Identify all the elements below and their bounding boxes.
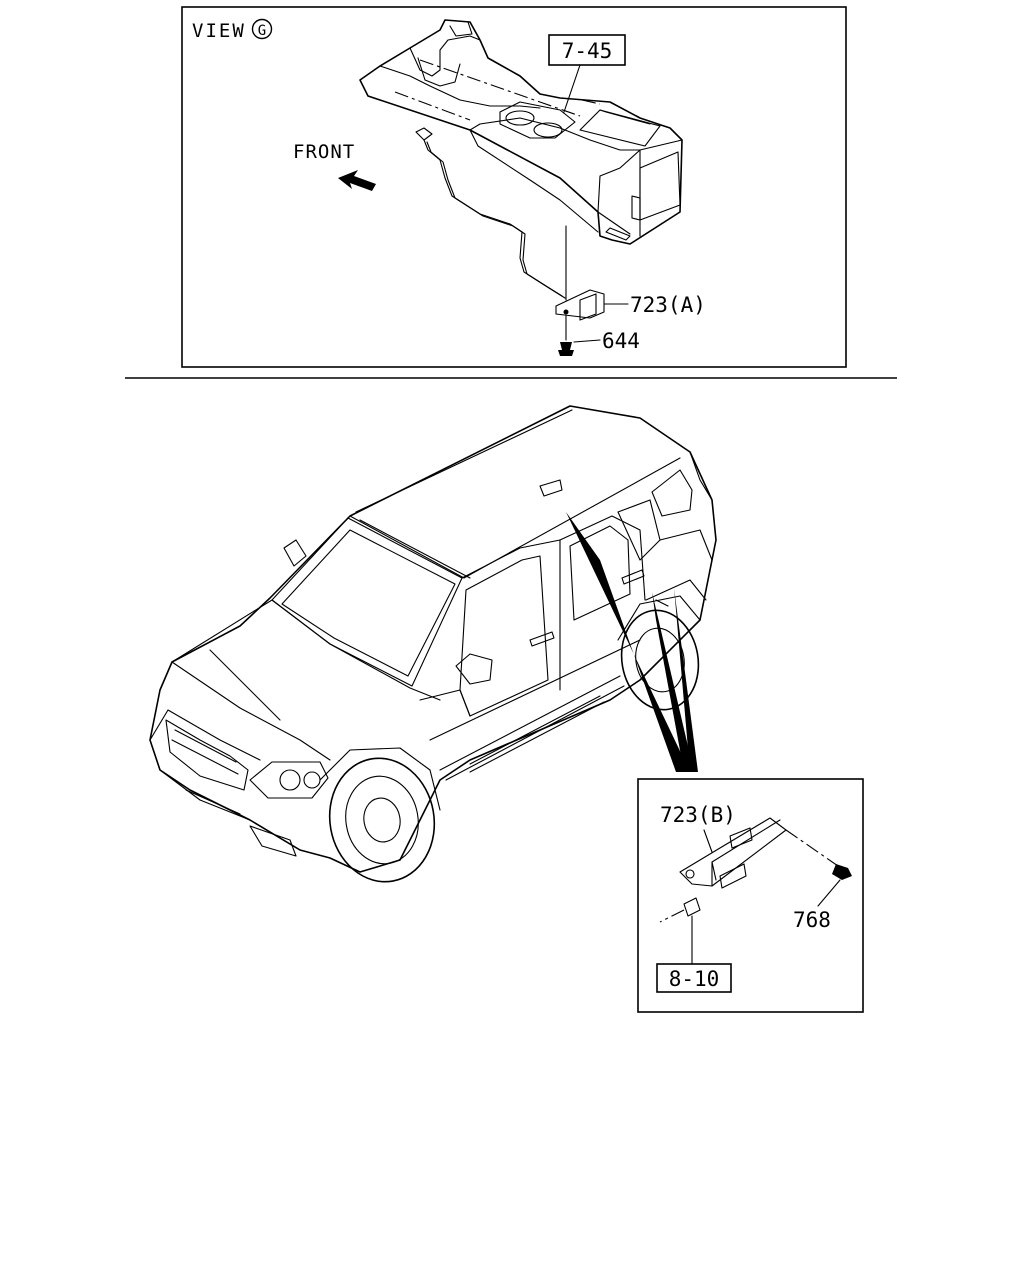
part-768-label: 768 bbox=[793, 908, 831, 932]
part-644-label: 644 bbox=[602, 329, 640, 353]
center-console-drawing bbox=[359, 19, 683, 245]
harness-drawing bbox=[415, 127, 605, 356]
view-label: VIEW bbox=[192, 20, 246, 42]
view-g-panel: VIEW G FRONT bbox=[181, 6, 847, 368]
vehicle-drawing bbox=[149, 405, 717, 883]
front-label: FRONT bbox=[293, 141, 355, 163]
view-g-frame bbox=[181, 6, 847, 368]
view-letter-circle bbox=[251, 18, 273, 40]
inset-frame bbox=[637, 778, 864, 1013]
part-723b-label: 723(B) bbox=[660, 803, 736, 827]
connector-ref-label: 8-10 bbox=[669, 967, 720, 991]
part-723a-label: 723(A) bbox=[630, 293, 706, 317]
inset-leader bbox=[566, 512, 698, 772]
front-arrow-icon bbox=[338, 170, 376, 191]
console-ref-label: 7-45 bbox=[562, 39, 613, 63]
connector-ref-box bbox=[656, 963, 732, 993]
console-ref-box bbox=[548, 34, 626, 66]
view-letter: G bbox=[258, 23, 266, 39]
inset-panel: 723(B) 768 8-10 bbox=[637, 778, 864, 1013]
